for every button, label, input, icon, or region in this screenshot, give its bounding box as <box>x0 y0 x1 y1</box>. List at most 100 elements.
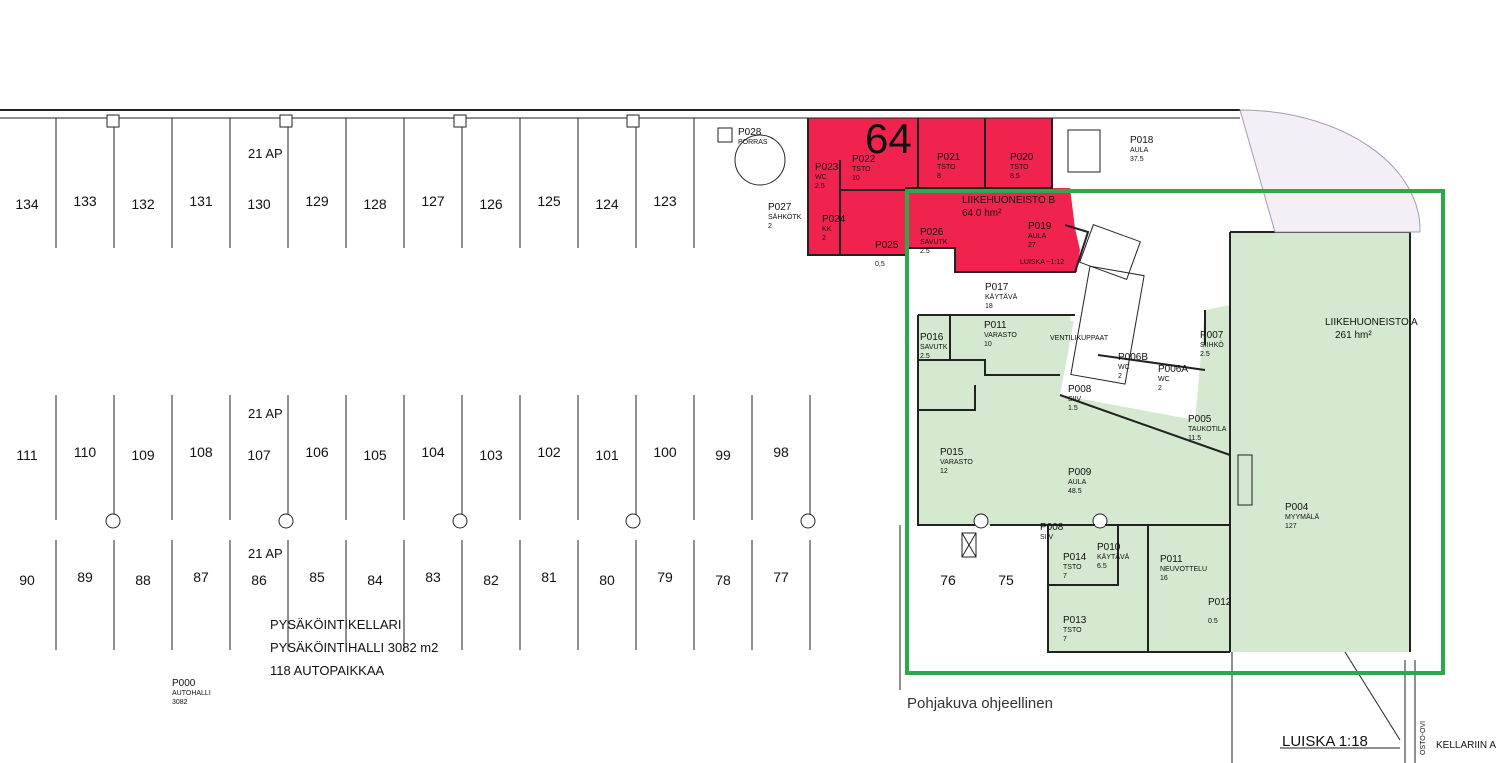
room-id: P009 <box>1068 467 1092 478</box>
parking-space-number: 128 <box>363 196 387 212</box>
room-name: SIIV <box>1040 534 1054 541</box>
room-area: 16 <box>1160 575 1168 582</box>
parking-space-number: 87 <box>193 569 209 585</box>
parking-space-number: 104 <box>421 444 445 460</box>
unit-b-area[interactable] <box>808 118 1085 272</box>
hall-spaces: 118 AUTOPAIKKAA <box>270 663 384 678</box>
parking-space-number: 125 <box>537 193 561 209</box>
parking-space-number: 105 <box>363 447 387 463</box>
room-area: 18 <box>985 303 993 310</box>
parking-space-number: 102 <box>537 444 561 460</box>
parking-space-number: 108 <box>189 444 213 460</box>
room-id: P004 <box>1285 502 1309 513</box>
room-name: NEUVOTTELU <box>1160 566 1207 573</box>
unit-a-title: LIIKEHUONEISTO A <box>1325 317 1418 328</box>
room-name: SIIV <box>1068 396 1082 403</box>
parking-space-number: 83 <box>425 569 441 585</box>
parking-space-number: 85 <box>309 569 325 585</box>
parking-space-number: 88 <box>135 572 151 588</box>
room-area: 2 <box>1158 385 1162 392</box>
room-area: 7 <box>1063 573 1067 580</box>
room-area: 37.5 <box>1130 156 1144 163</box>
room-name: AULA <box>1068 479 1087 486</box>
column <box>625 513 641 529</box>
room-id: P006A <box>1158 364 1188 375</box>
parking-space-number: 78 <box>715 572 731 588</box>
room-id: P021 <box>937 152 961 163</box>
parking-space-number: 111 <box>16 447 37 463</box>
column <box>973 513 989 529</box>
room-area: 0,5 <box>875 261 885 268</box>
room-id: P005 <box>1188 414 1212 425</box>
parking-space-number: 99 <box>715 447 731 463</box>
room-area: 11.5 <box>1188 435 1201 442</box>
room-name: TSTO <box>937 164 956 171</box>
parking-space-number: 86 <box>251 572 267 588</box>
room-area: 127 <box>1285 523 1297 530</box>
room-id: P023 <box>815 162 839 173</box>
room-area: 0.5 <box>1208 618 1218 625</box>
room-area: 2.5 <box>920 353 930 360</box>
door-label: OSTO-OVI <box>1420 721 1427 755</box>
ramp-label: LUISKA 1:18 <box>1282 733 1368 750</box>
disclaimer-note: Pohjakuva ohjeellinen <box>907 695 1053 712</box>
room-name: WC <box>815 174 827 181</box>
column <box>626 114 640 128</box>
parking-space-number: 132 <box>131 196 155 212</box>
parking-space-number: 100 <box>653 444 677 460</box>
ap-label: 21 AP <box>248 406 283 421</box>
room-area: 1.5 <box>1068 405 1078 412</box>
room-area: 2 <box>822 235 826 242</box>
room-id: P028 <box>738 127 762 138</box>
parking-space-number: 106 <box>305 444 329 460</box>
room-name: MYYMÄLÄ <box>1285 513 1320 521</box>
unit-b-title: LIIKEHUONEISTO B <box>962 195 1056 206</box>
room-name: AULA <box>1130 147 1149 154</box>
room-name: WC <box>1158 376 1170 383</box>
room-name: VARASTO <box>984 332 1017 339</box>
room-id: P015 <box>940 447 964 458</box>
room-name: SIIHKÖ <box>1200 341 1224 349</box>
ap-label: 21 AP <box>248 146 283 161</box>
room-id: P016 <box>920 332 944 343</box>
parking-space-number: 107 <box>247 447 271 463</box>
cellar-label: KELLARIIN A <box>1436 740 1496 751</box>
room-id: P027 <box>768 202 792 213</box>
parking-space-number: 90 <box>19 572 35 588</box>
room-area: 10 <box>852 175 860 182</box>
room-name: KK <box>822 226 832 233</box>
column <box>278 513 294 529</box>
unit-a-area[interactable] <box>918 232 1410 652</box>
room-id: P022 <box>852 154 876 165</box>
ramp-small-label: LUISKA ~1:12 <box>1020 259 1064 266</box>
